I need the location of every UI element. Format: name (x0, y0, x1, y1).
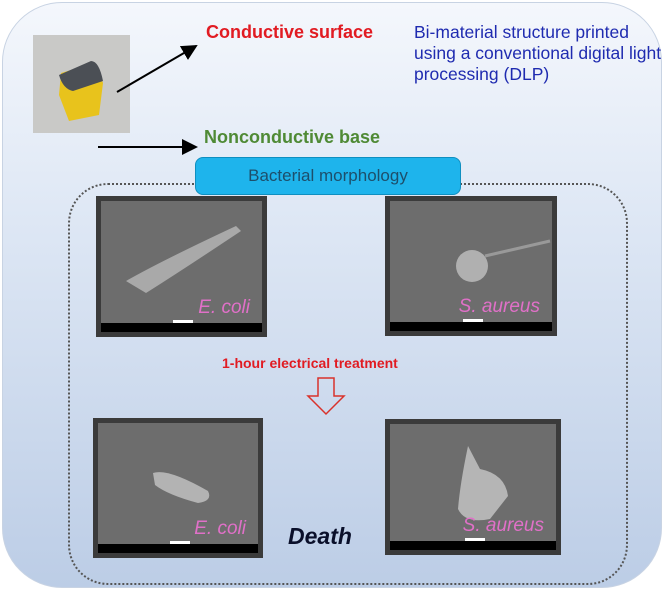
description-text: Bi-material structure printed using a co… (414, 22, 662, 84)
pointer-arrows (98, 44, 198, 155)
panel-label: E. coli (198, 297, 250, 318)
panel-label: S. aureus (462, 515, 544, 536)
panel-label: S. aureus (458, 296, 540, 317)
nonconductive-base-label: Nonconductive base (204, 127, 381, 147)
conductive-surface-label: Conductive surface (206, 22, 374, 42)
down-arrow-icon (306, 377, 346, 416)
death-label: Death (288, 523, 352, 549)
sem-ecoli-before: E. coli (96, 196, 267, 337)
treatment-label: 1-hour electrical treatment (222, 355, 398, 371)
sem-saureus-before: S. aureus (385, 196, 557, 336)
bacterial-morphology-title: Bacterial morphology (195, 157, 461, 195)
sem-saureus-after: S. aureus (385, 419, 561, 555)
panel-label: E. coli (194, 518, 246, 539)
sem-ecoli-after: E. coli (93, 418, 263, 558)
sample-photo (33, 35, 130, 133)
